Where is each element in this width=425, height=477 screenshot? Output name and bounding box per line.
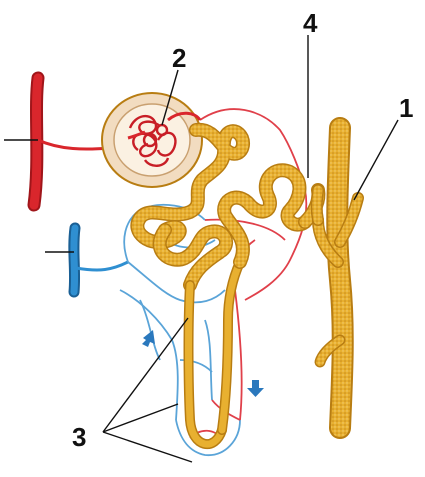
- collecting-duct: [317, 128, 358, 428]
- venule: [76, 262, 128, 270]
- leader-1: [354, 120, 398, 200]
- label-3: 3: [72, 422, 86, 452]
- flow-arrows: [142, 330, 264, 397]
- label-2: 2: [172, 43, 186, 73]
- label-4: 4: [303, 8, 318, 38]
- arrow-down-icon: [247, 380, 264, 397]
- renal-corpuscle: [102, 93, 202, 187]
- leader-3a: [103, 318, 188, 432]
- label-1: 1: [399, 93, 413, 123]
- arrow-up-icon: [142, 330, 155, 347]
- leader-3c: [103, 432, 192, 462]
- vein-group: [74, 228, 128, 292]
